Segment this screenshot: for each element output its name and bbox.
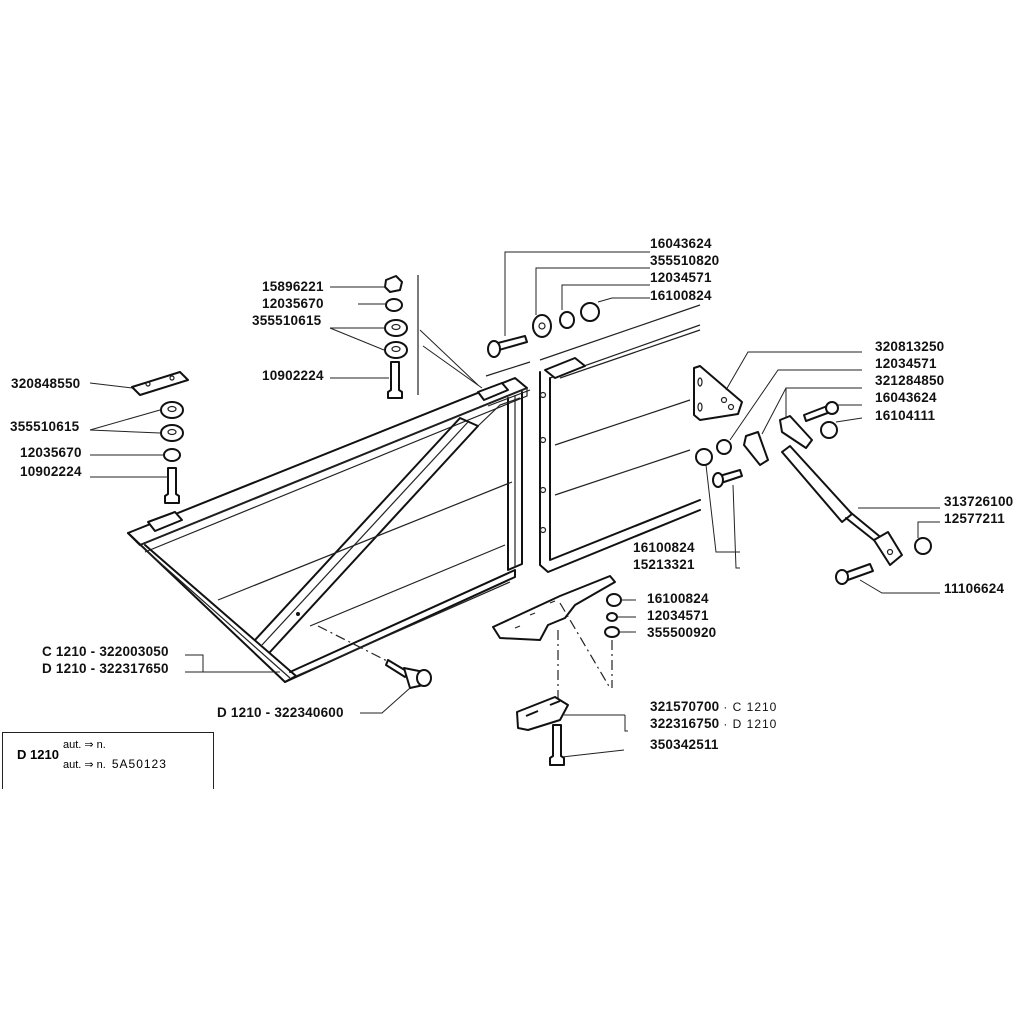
part-label: 355510820 bbox=[650, 253, 720, 268]
link-plate-icon bbox=[779, 415, 813, 449]
note-line-2: aut. ⇒ n. 5A50123 bbox=[63, 757, 167, 771]
part-label: 320813250 bbox=[875, 339, 945, 354]
stop-assembly bbox=[317, 625, 432, 714]
part-label: 321284850 bbox=[875, 373, 945, 388]
rubber-washer-icon bbox=[384, 319, 408, 337]
gas-strut-icon bbox=[781, 445, 853, 523]
part-label: 15896221 bbox=[262, 279, 324, 294]
part-number: 321570700 bbox=[650, 699, 720, 714]
part-label: 322316750 · D 1210 bbox=[650, 716, 778, 732]
latch-icon bbox=[516, 696, 569, 731]
part-label: 355510615 bbox=[252, 313, 322, 328]
variant: · D 1210 bbox=[723, 717, 778, 731]
lock-washer-icon bbox=[606, 612, 618, 622]
lower-bracket-assembly bbox=[492, 575, 636, 766]
variant: · C 1210 bbox=[723, 700, 778, 714]
part-label: 16100824 bbox=[633, 540, 695, 555]
rubber-washer-icon bbox=[160, 401, 184, 419]
part-label: 12035670 bbox=[262, 296, 324, 311]
left-leaders bbox=[89, 286, 389, 673]
plate-icon bbox=[131, 371, 189, 396]
stop-bolt-icon bbox=[385, 659, 409, 678]
washer-icon bbox=[532, 314, 552, 338]
rubber-washer-icon bbox=[160, 424, 184, 442]
lock-washer-icon bbox=[559, 311, 575, 329]
part-number: 322316750 bbox=[650, 716, 720, 731]
rubber-washer-icon bbox=[384, 341, 408, 359]
part-label: 12034571 bbox=[650, 270, 712, 285]
lock-washer-icon bbox=[163, 448, 181, 462]
part-label: 313726100 bbox=[944, 494, 1014, 509]
lock-washer-icon bbox=[716, 439, 732, 455]
cap-nut-icon bbox=[384, 275, 403, 293]
stop-label: D 1210 - 322340600 bbox=[217, 705, 344, 720]
note-line-2-text: aut. ⇒ n. bbox=[63, 759, 106, 771]
frame-label-d: D 1210 - 322317650 bbox=[42, 661, 169, 676]
part-label: 355510615 bbox=[10, 419, 80, 434]
cap-nut-icon bbox=[914, 537, 932, 555]
part-label: 12577211 bbox=[944, 511, 1005, 526]
part-label: 16104111 bbox=[875, 408, 936, 423]
note-line-1: aut. ⇒ n. bbox=[63, 739, 106, 751]
hardware-stack-top bbox=[384, 275, 483, 399]
door-panel bbox=[487, 324, 701, 573]
bolt-icon bbox=[164, 467, 180, 504]
part-label: 12035670 bbox=[20, 445, 82, 460]
part-label: 16100824 bbox=[650, 288, 712, 303]
part-label: 15213321 bbox=[633, 557, 695, 572]
part-label: 321570700 · C 1210 bbox=[650, 699, 778, 715]
part-label: 12034571 bbox=[647, 608, 709, 623]
nut-icon bbox=[820, 421, 838, 439]
hinge-bracket-icon bbox=[492, 575, 616, 641]
part-label: 10902224 bbox=[262, 368, 324, 383]
note-serial: 5A50123 bbox=[111, 757, 167, 771]
part-label: 10902224 bbox=[20, 464, 82, 479]
part-label: 355500920 bbox=[647, 625, 717, 640]
note-model: D 1210 bbox=[17, 747, 59, 762]
part-label: 12034571 bbox=[875, 356, 937, 371]
bolt-icon bbox=[387, 361, 403, 399]
part-label: 16043624 bbox=[875, 390, 937, 405]
lock-washer-icon bbox=[385, 298, 403, 312]
part-label: 16100824 bbox=[647, 591, 709, 606]
hardware-stack-side bbox=[131, 371, 189, 504]
part-label: 320848550 bbox=[11, 376, 81, 391]
frame-label-c: C 1210 - 322003050 bbox=[42, 644, 169, 659]
part-label: 350342511 bbox=[650, 737, 719, 752]
triangular-bracket-icon bbox=[693, 365, 743, 421]
hinge-hardware bbox=[485, 251, 701, 377]
nut-icon bbox=[695, 448, 713, 466]
nut-icon bbox=[580, 302, 600, 322]
washer-icon bbox=[604, 626, 620, 638]
link-plate-icon bbox=[743, 431, 769, 466]
bolt-icon bbox=[549, 724, 565, 766]
serial-note-box: D 1210 aut. ⇒ n. aut. ⇒ n. 5A50123 bbox=[2, 732, 214, 789]
frame-assembly bbox=[127, 377, 528, 683]
part-label: 11106624 bbox=[944, 581, 1005, 596]
part-label: 16043624 bbox=[650, 236, 712, 251]
strut-assembly bbox=[693, 351, 940, 594]
nut-icon bbox=[606, 593, 622, 607]
